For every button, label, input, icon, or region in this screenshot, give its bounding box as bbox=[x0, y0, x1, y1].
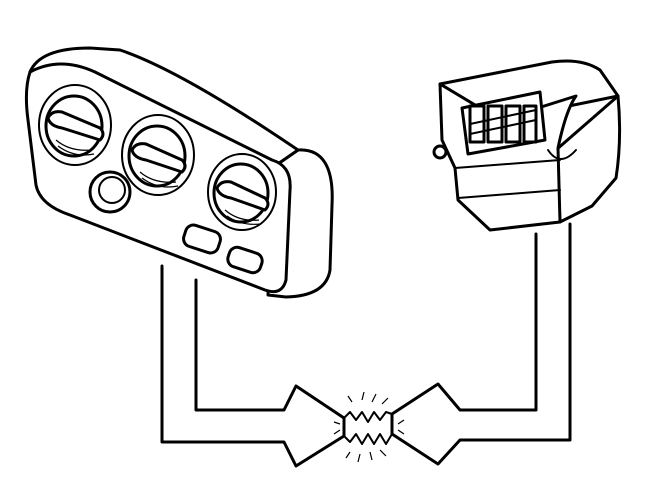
mounting-lug bbox=[432, 144, 448, 160]
knob-recess-right bbox=[207, 153, 277, 231]
control-panel bbox=[24, 46, 334, 299]
rotary-knob-center bbox=[127, 124, 187, 188]
spark-break-icon bbox=[333, 391, 405, 463]
connector-side bbox=[554, 94, 622, 224]
rect-button-upper bbox=[182, 223, 222, 255]
rotary-knob-right bbox=[212, 162, 270, 225]
connection-link bbox=[160, 222, 572, 468]
knob-recess-center bbox=[121, 114, 195, 196]
link-right-path bbox=[390, 222, 572, 466]
rotary-knob-left bbox=[44, 94, 105, 158]
rect-button-lower bbox=[226, 245, 264, 275]
connector-module bbox=[432, 59, 622, 232]
knob-recess-left bbox=[38, 84, 112, 166]
link-left-path bbox=[160, 264, 346, 468]
push-button-small bbox=[88, 170, 132, 214]
connector-pins bbox=[460, 90, 547, 156]
